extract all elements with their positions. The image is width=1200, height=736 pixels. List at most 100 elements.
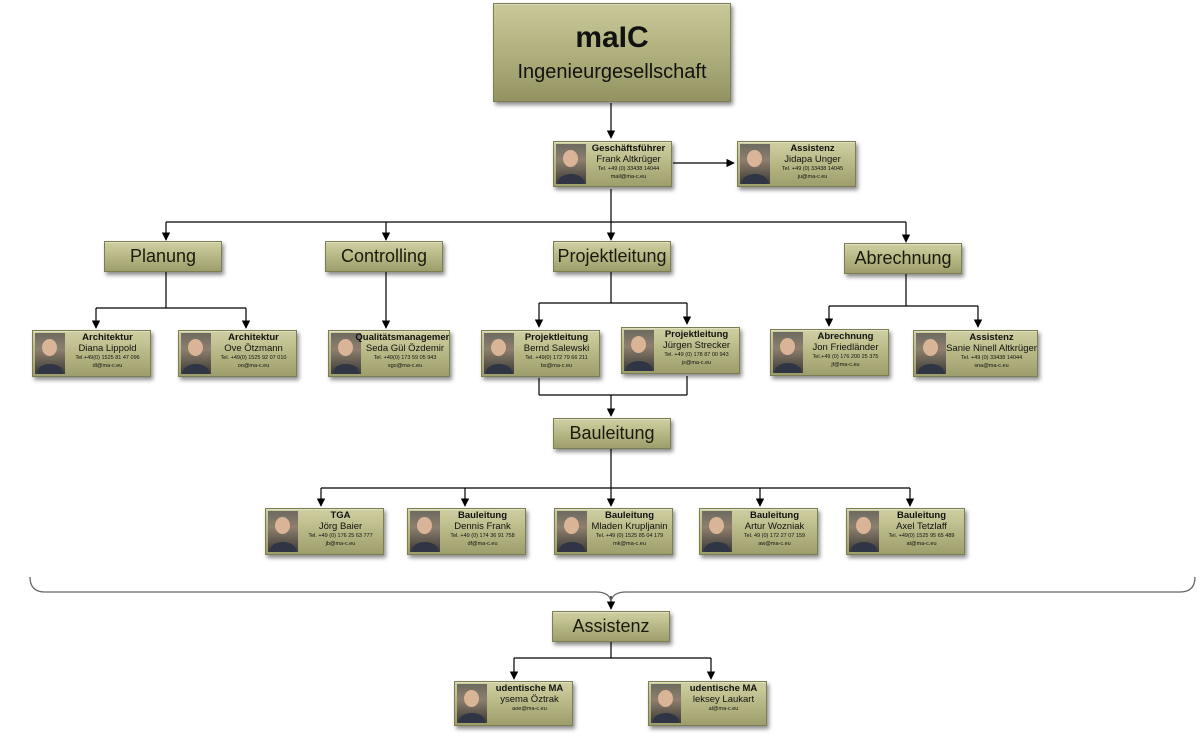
person-phone: Tel. +49 (0) 176 25 63 777: [308, 533, 373, 539]
person-name: Sanie Ninell Altkrüger: [946, 343, 1037, 354]
person-name: Ove Ötzmann: [224, 343, 283, 354]
person-email: ju@ma-c.eu: [797, 174, 828, 180]
dept-planung-label: Planung: [129, 246, 197, 266]
person-phone: Tel.+49(0) 1525 81 47 096: [75, 355, 140, 361]
person-phone: Tel. +49(0) 172 79 66 211: [525, 355, 588, 361]
person-name: Artur Wozniak: [744, 521, 805, 532]
person-name: Mladen Krupljanin: [591, 521, 668, 532]
dept-assistenz: Assistenz: [552, 611, 670, 642]
dept-abrechnung-label: Abrechnung: [854, 248, 952, 268]
person-name: Diana Lippold: [78, 343, 137, 354]
person-card-assistant: Assistenz Jidapa Unger Tel. +49 (0) 3343…: [737, 141, 856, 187]
person-email: oo@ma-c.eu: [237, 363, 270, 369]
person-role: Assistenz: [790, 143, 835, 154]
person-card-krupljanin: Bauleitung Mladen Krupljanin Tel. +49 (0…: [554, 508, 673, 555]
dept-controlling: Controlling: [325, 241, 443, 272]
person-card-friedlaender: Abrechnung Jon Friedländer Tel.+49 (0) 1…: [770, 329, 889, 376]
person-photo: [773, 332, 803, 373]
person-role: udentische MA: [689, 683, 758, 694]
dept-abrechnung: Abrechnung: [844, 243, 962, 274]
person-photo: [331, 333, 361, 374]
person-card-laukart: udentische MA leksey Laukart al@ma-c.eu: [648, 681, 767, 726]
person-phone: Tel. +49 (0) 33438 14045: [781, 166, 844, 172]
person-card-lippold: Architektur Diana Lippold Tel.+49(0) 152…: [32, 330, 151, 377]
person-role: udentische MA: [495, 683, 564, 694]
person-email: mail@ma-c.eu: [610, 174, 647, 180]
person-card-oetzmann: Architektur Ove Ötzmann Tel. +49(0) 1525…: [178, 330, 297, 377]
dept-bauleitung-label: Bauleitung: [569, 423, 655, 443]
person-name: Jürgen Strecker: [662, 340, 731, 351]
person-photo: [484, 333, 514, 374]
person-email: aoe@ma-c.eu: [512, 706, 547, 712]
person-role: Bauleitung: [749, 510, 800, 521]
person-phone: Tel.+49 (0) 176 200 25 375: [812, 354, 879, 360]
person-name: Bernd Salewski: [523, 343, 590, 354]
dept-bauleitung: Bauleitung: [553, 418, 671, 449]
person-role: Bauleitung: [896, 510, 947, 521]
person-phone: Tel. 49 (0) 172 27 07 159: [743, 533, 806, 539]
person-name: Jörg Baier: [318, 521, 363, 532]
person-role: Architektur: [228, 332, 279, 343]
person-email: sna@ma-c.eu: [974, 363, 1009, 369]
person-phone: Tel. +49 (0) 174 36 91 758: [450, 533, 515, 539]
person-role: Bauleitung: [604, 510, 655, 521]
person-photo: [651, 684, 681, 723]
person-role: Abrechnung: [817, 331, 874, 342]
dept-planung: Planung: [104, 241, 222, 272]
person-email: bs@ma-c.eu: [540, 363, 573, 369]
person-card-frank: Bauleitung Dennis Frank Tel. +49 (0) 174…: [407, 508, 526, 555]
person-card-altkrueger-s: Assistenz Sanie Ninell Altkrüger Tel. +4…: [913, 330, 1038, 377]
person-name: ysema Öztrak: [500, 694, 559, 705]
company-title-box: maIC Ingenieurgesellschaft: [493, 3, 731, 102]
person-phone: Tel. +49(0) 1525 92 07 010: [220, 355, 287, 361]
person-card-oeztrak: udentische MA ysema Öztrak aoe@ma-c.eu: [454, 681, 573, 726]
person-card-salewski: Projektleitung Bernd Salewski Tel. +49(0…: [481, 330, 600, 377]
person-photo: [35, 333, 65, 374]
person-photo: [557, 511, 587, 552]
person-phone: Tel. +49(0) 1525 95 65 489: [888, 533, 955, 539]
person-email: jf@ma-c.eu: [831, 362, 860, 368]
person-photo: [624, 330, 654, 371]
dept-projektleitung: Projektleitung: [553, 241, 671, 272]
person-card-wozniak: Bauleitung Artur Wozniak Tel. 49 (0) 172…: [699, 508, 818, 555]
company-subtitle: Ingenieurgesellschaft: [517, 60, 707, 83]
person-role: Geschäftsführer: [591, 143, 666, 154]
person-phone: Tel. +49 (0) 33438 14044: [597, 166, 660, 172]
person-name: Frank Altkrüger: [596, 154, 661, 165]
person-email: aw@ma-c.eu: [758, 541, 791, 547]
person-name: Axel Tetzlaff: [896, 521, 947, 532]
person-card-tetzlaff: Bauleitung Axel Tetzlaff Tel. +49(0) 152…: [846, 508, 965, 555]
team-brace: [29, 576, 1196, 602]
person-phone: Tel. +49 (0) 33438 14044: [960, 355, 1023, 361]
person-phone: Tel. +49 (0) 1525 85 04 179: [595, 533, 664, 539]
person-name: Jidapa Unger: [784, 154, 841, 165]
dept-projektleitung-label: Projektleitung: [557, 246, 667, 266]
person-name: Jon Friedländer: [812, 342, 879, 353]
dept-controlling-label: Controlling: [340, 246, 428, 266]
person-role: Projektleitung: [664, 329, 729, 340]
person-card-strecker: Projektleitung Jürgen Strecker Tel. +49 …: [621, 327, 740, 374]
person-phone: Tel. +49(0) 173 59 05 943: [373, 355, 437, 361]
person-photo: [916, 333, 946, 374]
person-role: Assistenz: [969, 332, 1014, 343]
person-email: dl@ma-c.eu: [92, 363, 123, 369]
person-email: sgo@ma-c.eu: [387, 363, 423, 369]
dept-assistenz-label: Assistenz: [572, 616, 650, 636]
person-card-ceo: Geschäftsführer Frank Altkrüger Tel. +49…: [553, 141, 672, 187]
person-email: js@ma-c.eu: [681, 360, 712, 366]
person-photo: [702, 511, 732, 552]
person-photo: [181, 333, 211, 374]
person-photo: [556, 144, 586, 184]
person-name: Dennis Frank: [454, 521, 511, 532]
person-photo: [457, 684, 487, 723]
person-name: leksey Laukart: [692, 694, 755, 705]
person-photo: [849, 511, 879, 552]
person-card-oezdemir: Qualitätsmanagement Seda Gül Özdemir Tel…: [328, 330, 450, 377]
person-email: mk@ma-c.eu: [613, 541, 646, 547]
person-photo: [410, 511, 440, 552]
person-email: jb@ma-c.eu: [325, 541, 356, 547]
person-role: Qualitätsmanagement: [355, 332, 450, 343]
person-role: Bauleitung: [457, 510, 508, 521]
person-role: Architektur: [82, 332, 133, 343]
